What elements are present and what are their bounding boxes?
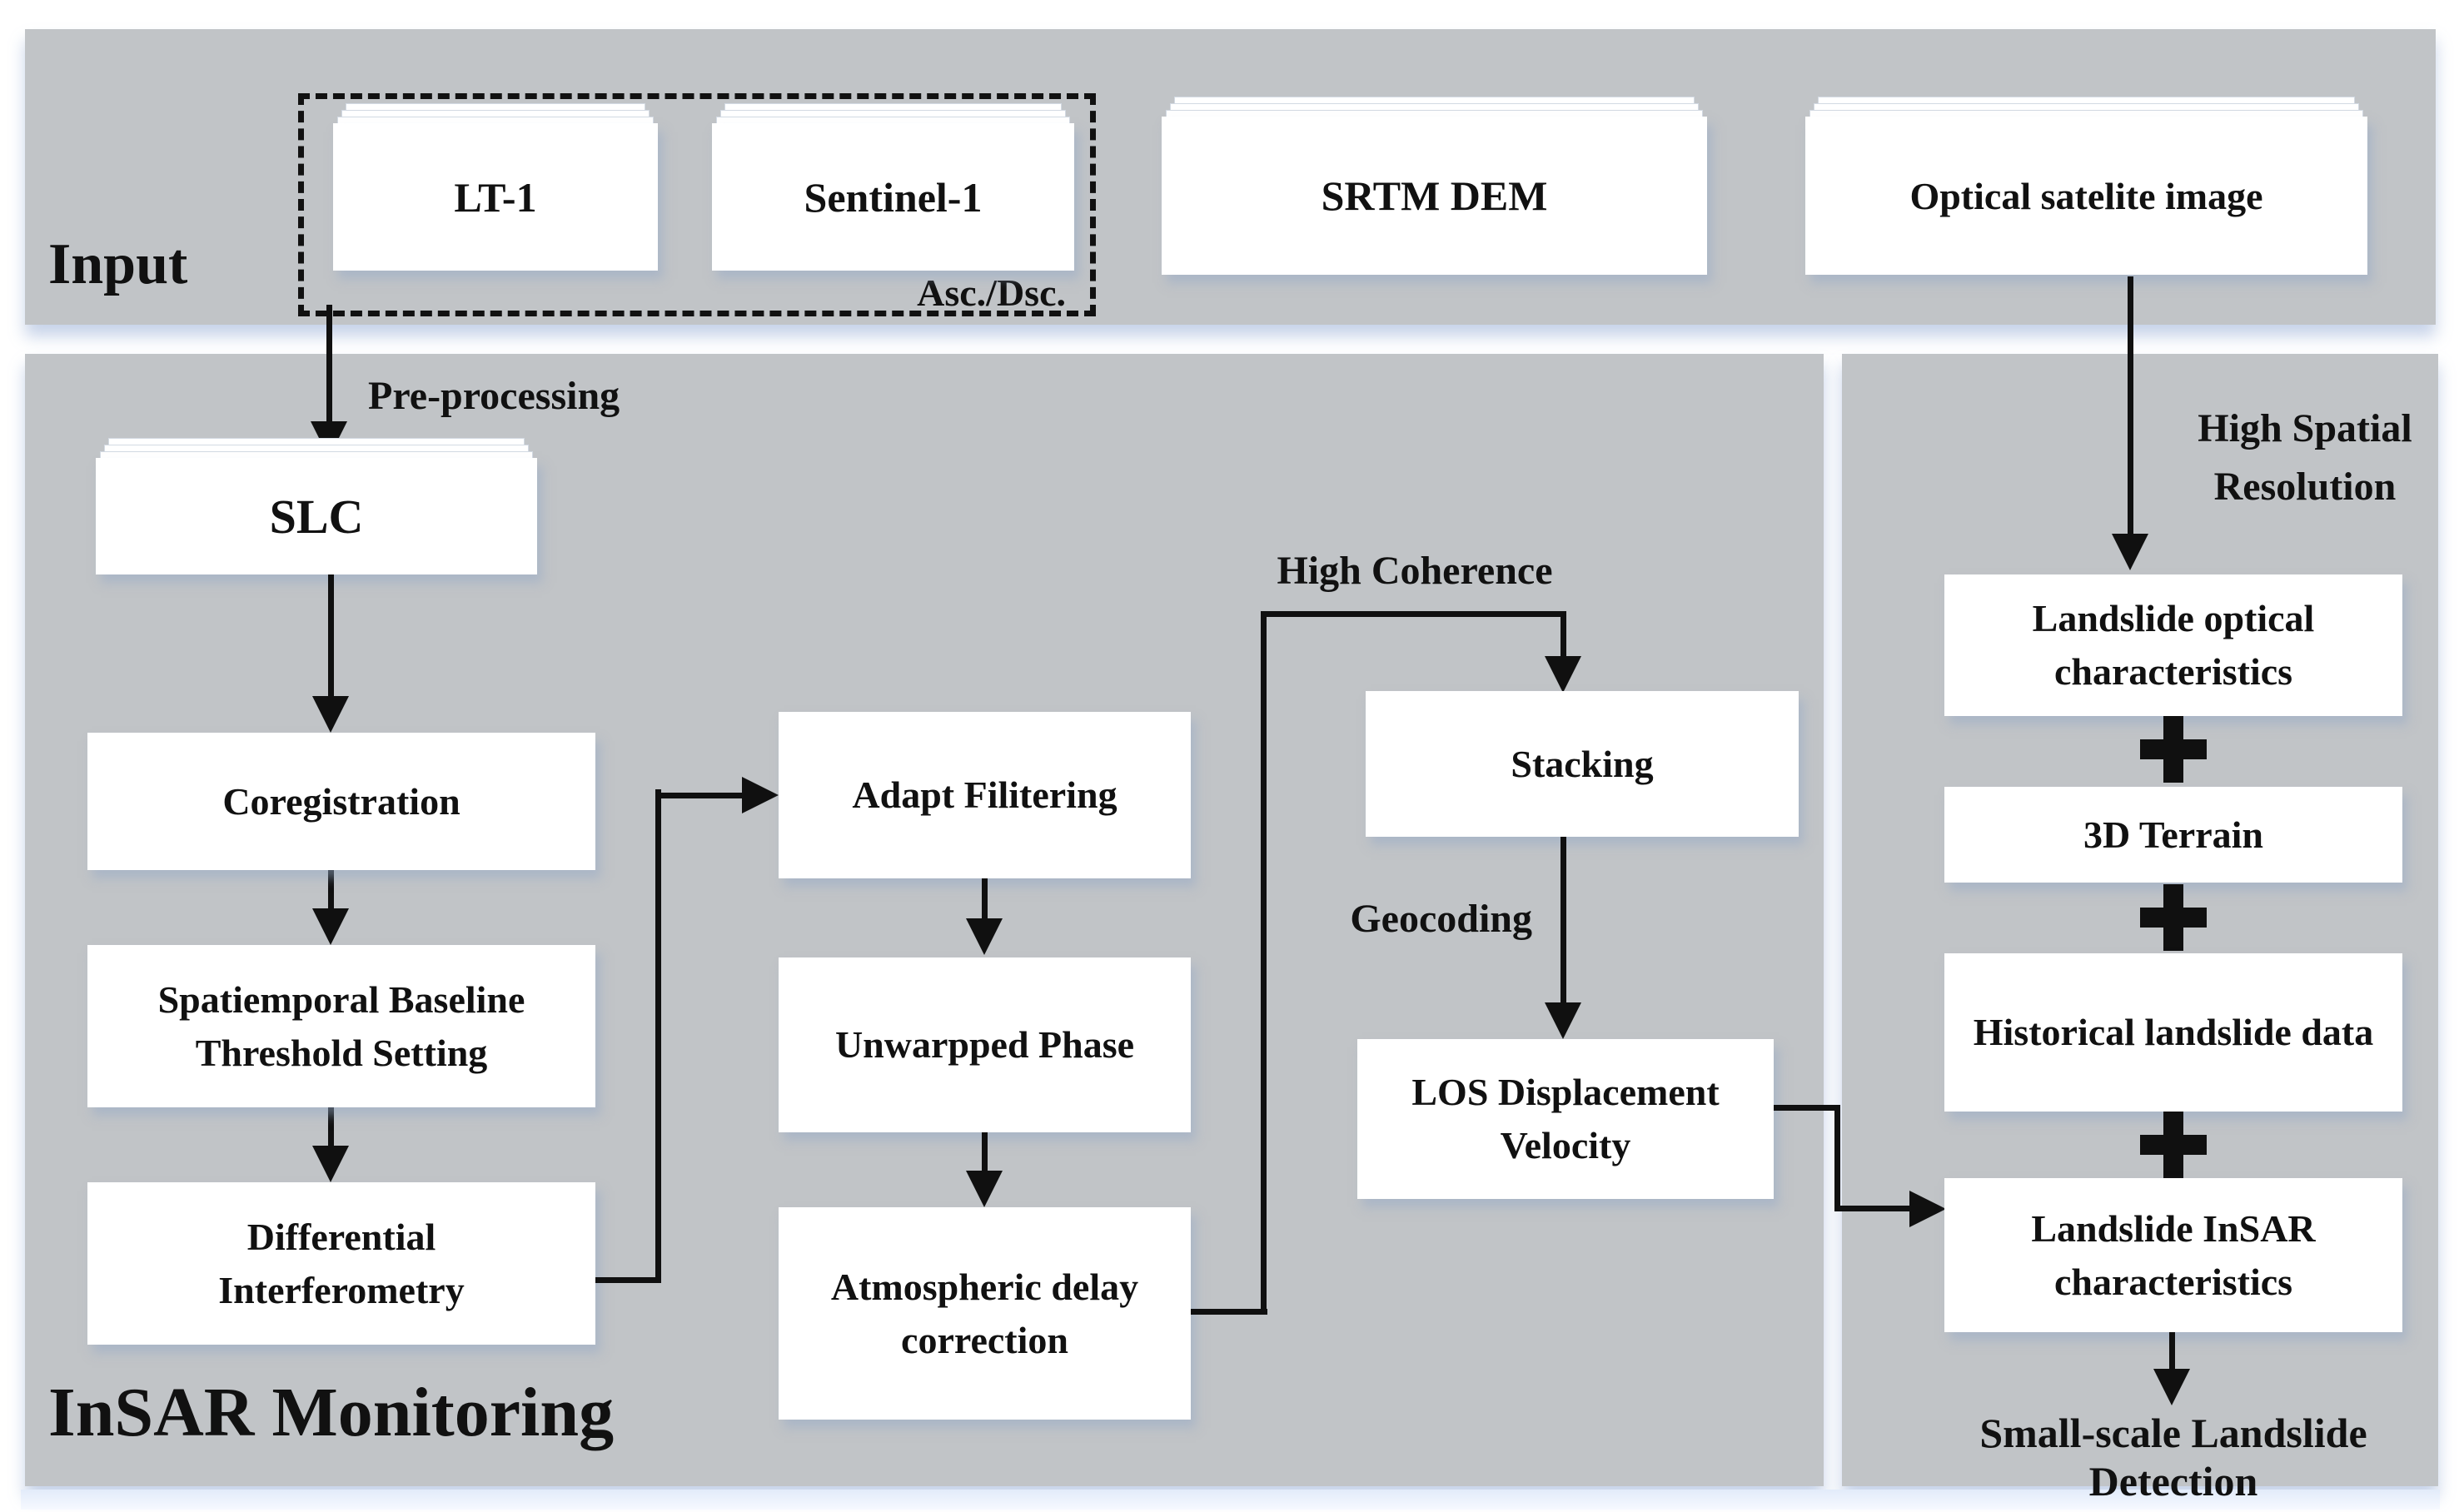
connector-optical-highspatial [2128,276,2133,535]
connector-slc-coregistration [328,574,334,698]
stacking-box: Stacking [1366,691,1799,837]
bottom-glow-strip [21,1490,2440,1510]
connector-differential-adapt-h1 [595,1277,661,1283]
connector-stacking-los [1561,837,1566,1004]
plus-icon [2140,884,2207,951]
arrowhead-down-icon [966,918,1003,955]
arrowhead-down-icon [1545,656,1581,693]
atmospheric-correction-box: Atmospheric delay correction [779,1207,1191,1420]
connector-differential-adapt-h2 [655,793,744,798]
connector-highcoherence-v2 [1561,611,1566,658]
asc-dsc-caption: Asc./Dsc. [917,271,1066,314]
arrowhead-right-icon [1909,1191,1946,1227]
slc-card: SLC [96,438,537,574]
connector-highcoherence-v1 [1261,611,1267,1315]
pre-processing-label: Pre-processing [368,374,620,418]
connector-highcoherence-h1 [1191,1309,1267,1315]
baseline-threshold-box: Spatiemporal Baseline Threshold Setting [87,945,595,1107]
landslide-insar-characteristics-box: Landslide InSAR characteristics [1944,1178,2402,1332]
coregistration-box: Coregistration [87,733,595,870]
connector-unwrapped-atmospheric [982,1132,988,1172]
high-coherence-label: High Coherence [1277,549,1553,593]
connector-differential-adapt-v [655,789,661,1283]
arrowhead-down-icon [312,696,349,733]
connector-adapt-unwrapped [982,878,988,920]
adapt-filtering-box: Adapt Filitering [779,712,1191,878]
arrowhead-down-icon [1545,1002,1581,1039]
connector-baseline-differential [328,1107,334,1147]
arrowhead-down-icon [966,1171,1003,1207]
small-scale-detection-label: Small-scale Landslide Detection [1979,1410,2367,1505]
sentinel1-card: Sentinel-1 [712,103,1074,271]
slc-card-label: SLC [96,458,537,574]
connector-preprocessing-line [326,305,332,423]
srtm-dem-card: SRTM DEM [1162,97,1707,275]
insar-monitoring-section-label: InSAR Monitoring [48,1374,615,1451]
unwrapped-phase-box: Unwarpped Phase [779,957,1191,1132]
sar-input-dashed-group [298,93,1096,316]
landslide-optical-characteristics-box: Landslide optical characteristics [1944,574,2402,716]
lt1-card-label: LT-1 [333,123,658,271]
connector-coregistration-baseline [328,870,334,910]
plus-icon [2140,716,2207,783]
connector-highcoherence-h2 [1261,611,1566,617]
lt1-card: LT-1 [333,103,658,271]
optical-image-card: Optical satelite image [1805,97,2367,275]
arrowhead-down-icon [312,1146,349,1182]
terrain-3d-box: 3D Terrain [1944,787,2402,883]
plus-icon [2140,1112,2207,1178]
los-displacement-box: LOS Displacement Velocity [1357,1039,1774,1199]
optical-image-card-label: Optical satelite image [1805,117,2367,275]
high-spatial-resolution-label: High Spatial Resolution [2198,406,2412,509]
arrowhead-down-icon [2112,534,2148,570]
sentinel1-card-label: Sentinel-1 [712,123,1074,271]
connector-los-insarchar-v [1834,1105,1840,1211]
historical-landslide-data-box: Historical landslide data [1944,953,2402,1112]
arrowhead-right-icon [742,777,779,813]
differential-interferometry-box: Differential Interferometry [87,1182,595,1345]
arrowhead-down-icon [2153,1369,2190,1405]
srtm-dem-card-label: SRTM DEM [1162,117,1707,275]
connector-los-insarchar-h1 [1774,1105,1840,1111]
input-section-label: Input [48,232,188,296]
connector-insarchar-result [2169,1332,2175,1370]
connector-los-insarchar-h2 [1834,1206,1914,1211]
geocoding-label: Geocoding [1350,897,1532,941]
arrowhead-down-icon [312,908,349,945]
